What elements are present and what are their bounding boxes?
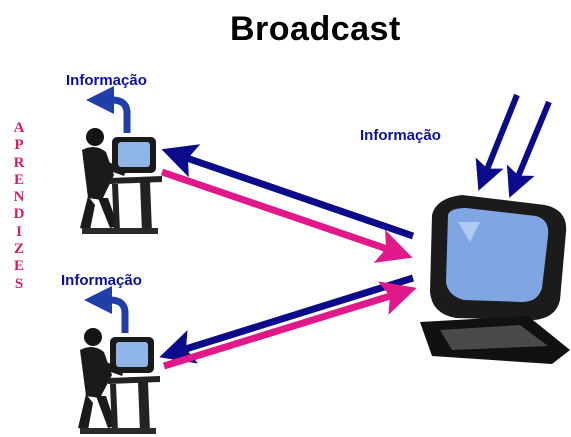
info-label-top: Informação [66,72,147,89]
link-arrows-top [160,144,415,263]
student-computer-top-icon [80,128,162,234]
side-letter: N [13,189,25,206]
broadcaster-computer-icon [420,195,570,364]
incoming-info-arrows [475,93,552,198]
side-letter: E [13,258,24,275]
diagram-title: Broadcast [230,10,401,48]
side-letter: Z [13,241,24,258]
side-letter: E [13,171,24,188]
link-arrows-bottom [159,274,417,370]
side-letter: D [13,206,25,223]
side-letter: P [14,137,24,154]
curved-arrow-bottom-icon [84,286,129,333]
side-word-aprendizes: A P R E N D I Z E S [8,120,30,293]
side-letter: A [13,120,25,136]
side-letter: R [13,154,25,171]
student-computer-bottom-icon [78,328,160,434]
info-label-right: Informação [360,127,441,144]
curved-arrow-top-icon [86,86,131,133]
side-letter: S [14,275,24,292]
side-letter: I [16,223,22,240]
info-label-bottom: Informação [61,272,142,289]
